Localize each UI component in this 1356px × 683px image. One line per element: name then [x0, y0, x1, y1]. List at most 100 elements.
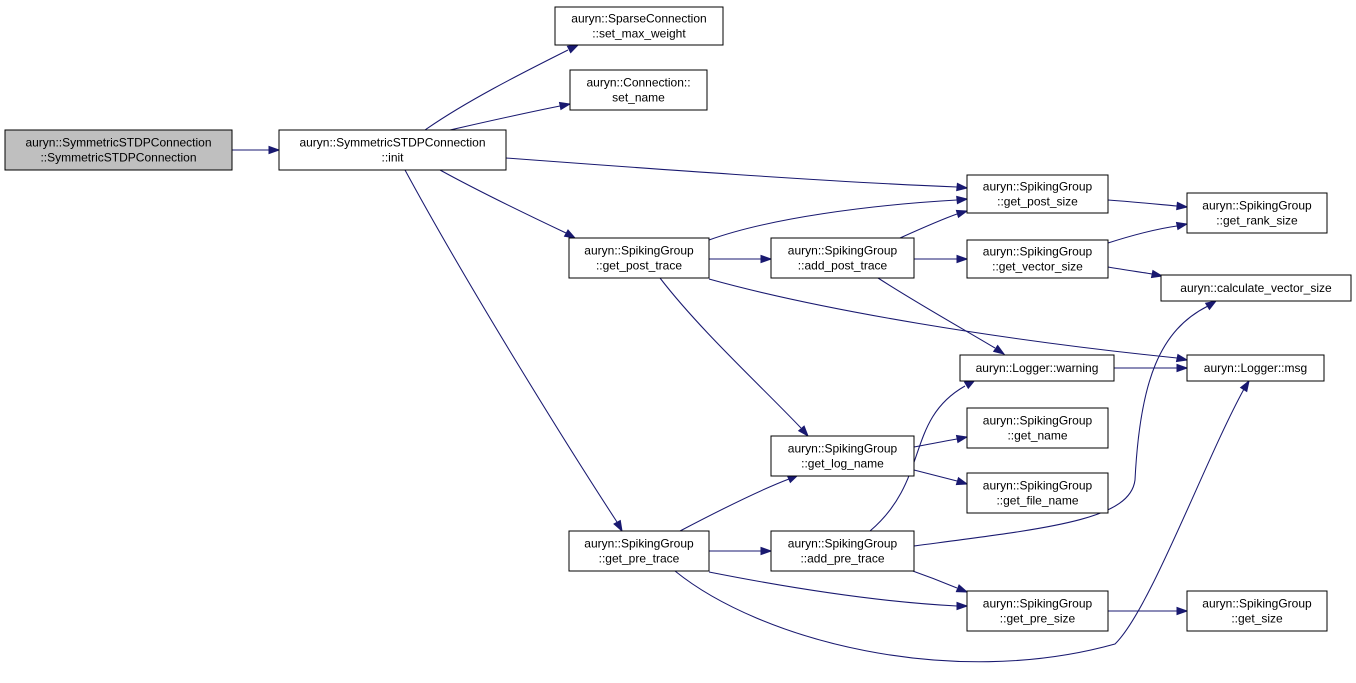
node-label-line: ::init: [381, 151, 404, 165]
call-edge-sg_get_log_name-to-sg_get_file_name: [913, 469, 969, 486]
node-label-line: auryn::SpikingGroup: [983, 245, 1093, 259]
node-box: [1186, 192, 1328, 234]
arrowhead-icon: [566, 44, 580, 54]
node-label-line: ::get_name: [1007, 429, 1067, 443]
node-box: [770, 237, 915, 279]
arrowhead-icon: [1176, 606, 1189, 616]
call-edge-sg_get_post_trace-to-sg_get_post_size: [708, 195, 969, 241]
call-edge-sg_get_log_name-to-sg_get_name: [913, 434, 969, 448]
node-logger-warning[interactable]: auryn::Logger::warning: [959, 354, 1115, 382]
call-edge-sym_init-to-sg_get_pre_trace: [404, 169, 623, 533]
node-box: [4, 129, 233, 171]
node-label-line: ::get_size: [1231, 612, 1283, 626]
call-edge-sg_add_post_trace-to-sg_get_post_size: [899, 209, 969, 239]
node-sg-get-log-name[interactable]: auryn::SpikingGroup::get_log_name: [770, 435, 915, 477]
node-logger-msg[interactable]: auryn::Logger::msg: [1186, 354, 1325, 382]
node-sg-add-post-trace[interactable]: auryn::SpikingGroup::add_post_trace: [770, 237, 915, 279]
node-sg-get-post-trace[interactable]: auryn::SpikingGroup::get_post_trace: [568, 237, 710, 279]
node-sg-get-rank-size[interactable]: auryn::SpikingGroup::get_rank_size: [1186, 192, 1328, 234]
node-label-line: ::SymmetricSTDPConnection: [40, 151, 196, 165]
node-box: [770, 435, 915, 477]
arrowhead-icon: [1176, 363, 1189, 373]
arrowhead-icon: [760, 254, 773, 264]
node-label-line: set_name: [612, 91, 665, 105]
node-sparse-set-max-weight[interactable]: auryn::SparseConnection::set_max_weight: [554, 6, 724, 46]
node-label-line: ::get_file_name: [996, 494, 1078, 508]
arrowhead-icon: [1239, 379, 1250, 393]
node-conn-set-name[interactable]: auryn::Connection::set_name: [569, 69, 708, 111]
node-label-line: auryn::Logger::warning: [976, 361, 1099, 375]
arrowhead-icon: [1175, 353, 1189, 363]
node-sg-add-pre-trace[interactable]: auryn::SpikingGroup::add_pre_trace: [770, 530, 915, 572]
arrowhead-icon: [563, 229, 577, 239]
node-label-line: ::get_post_size: [997, 195, 1078, 209]
arrowhead-icon: [558, 101, 572, 111]
call-edge-sg_get_pre_trace-to-sg_get_log_name: [679, 474, 800, 532]
node-label-line: auryn::SparseConnection: [571, 12, 706, 26]
call-edge-logger_warning-to-logger_msg: [1114, 363, 1189, 373]
arrowhead-icon: [268, 145, 281, 155]
node-sg-get-file-name[interactable]: auryn::SpikingGroup::get_file_name: [966, 472, 1109, 514]
arrowhead-icon: [956, 601, 969, 611]
node-box: [554, 6, 724, 46]
arrowhead-icon: [1175, 221, 1189, 231]
call-edge-sg_add_pre_trace-to-sg_get_pre_size: [909, 569, 969, 593]
call-edge-sg_get_vector_size-to-calc_vector_size: [1107, 266, 1164, 279]
call-edge-sg_get_pre_trace-to-sg_get_pre_size: [708, 571, 969, 611]
node-label-line: auryn::SymmetricSTDPConnection: [299, 136, 485, 150]
node-label-line: ::get_log_name: [801, 457, 884, 471]
node-sg-get-post-size[interactable]: auryn::SpikingGroup::get_post_size: [966, 174, 1109, 214]
node-sg-get-pre-trace[interactable]: auryn::SpikingGroup::get_pre_trace: [568, 530, 710, 572]
call-edge-sg_get_pre_trace-to-logger_msg: [674, 379, 1250, 663]
node-label-line: auryn::Connection::: [586, 76, 690, 90]
node-sg-get-name[interactable]: auryn::SpikingGroup::get_name: [966, 407, 1109, 449]
call-edge-sg_get_post_trace-to-logger_msg: [708, 278, 1189, 363]
node-box: [966, 174, 1109, 214]
arrowhead-icon: [992, 344, 1006, 355]
arrowhead-icon: [956, 182, 969, 192]
node-box: [569, 69, 708, 111]
call-edge-sg_get_post_trace-to-sg_add_post_trace: [709, 254, 773, 264]
node-box: [1186, 590, 1328, 632]
node-box: [568, 237, 710, 279]
call-edge-sg_get_post_size-to-sg_get_rank_size: [1107, 199, 1189, 211]
node-label-line: ::set_max_weight: [592, 27, 686, 41]
node-label-line: auryn::SpikingGroup: [1202, 597, 1312, 611]
call-edge-sg_get_vector_size-to-sg_get_rank_size: [1107, 221, 1189, 244]
call-edge-sg_get_post_trace-to-sg_get_log_name: [659, 277, 809, 438]
node-box: [278, 129, 507, 171]
node-label-line: ::add_pre_trace: [800, 552, 884, 566]
node-label-line: auryn::SpikingGroup: [788, 244, 898, 258]
node-calc-vector-size[interactable]: auryn::calculate_vector_size: [1160, 274, 1352, 302]
node-label-line: ::add_post_trace: [798, 259, 888, 273]
node-label-line: ::get_rank_size: [1216, 214, 1298, 228]
node-label-line: auryn::SymmetricSTDPConnection: [25, 136, 211, 150]
node-box: [966, 407, 1109, 449]
node-label-line: ::get_vector_size: [992, 260, 1083, 274]
node-box: [568, 530, 710, 572]
call-edge-sym_init-to-conn_set_name: [449, 101, 572, 131]
node-label-line: ::get_post_trace: [596, 259, 682, 273]
node-label-line: auryn::SpikingGroup: [983, 180, 1093, 194]
node-label-line: ::get_pre_trace: [599, 552, 680, 566]
node-label-line: auryn::SpikingGroup: [983, 414, 1093, 428]
node-label-line: auryn::SpikingGroup: [1202, 199, 1312, 213]
call-edge-sg_add_pre_trace-to-calc_vector_size: [913, 300, 1218, 547]
call-edge-sym_init-to-sparse_set_max_weight: [424, 44, 580, 131]
node-box: [1186, 354, 1325, 382]
call-edge-sg_get_pre_size-to-sg_get_size: [1108, 606, 1189, 616]
arrowhead-icon: [955, 476, 969, 486]
node-sg-get-pre-size[interactable]: auryn::SpikingGroup::get_pre_size: [966, 590, 1109, 632]
node-label-line: auryn::calculate_vector_size: [1180, 281, 1332, 295]
arrowhead-icon: [1204, 300, 1218, 311]
arrowhead-icon: [955, 434, 969, 444]
node-label-line: auryn::SpikingGroup: [584, 537, 694, 551]
node-label-line: auryn::SpikingGroup: [584, 244, 694, 258]
arrowhead-icon: [1176, 201, 1189, 211]
node-sg-get-size[interactable]: auryn::SpikingGroup::get_size: [1186, 590, 1328, 632]
arrowhead-icon: [797, 425, 809, 438]
node-label-line: auryn::SpikingGroup: [788, 442, 898, 456]
node-sym-init[interactable]: auryn::SymmetricSTDPConnection::init: [278, 129, 507, 171]
node-sg-get-vector-size[interactable]: auryn::SpikingGroup::get_vector_size: [966, 239, 1109, 279]
